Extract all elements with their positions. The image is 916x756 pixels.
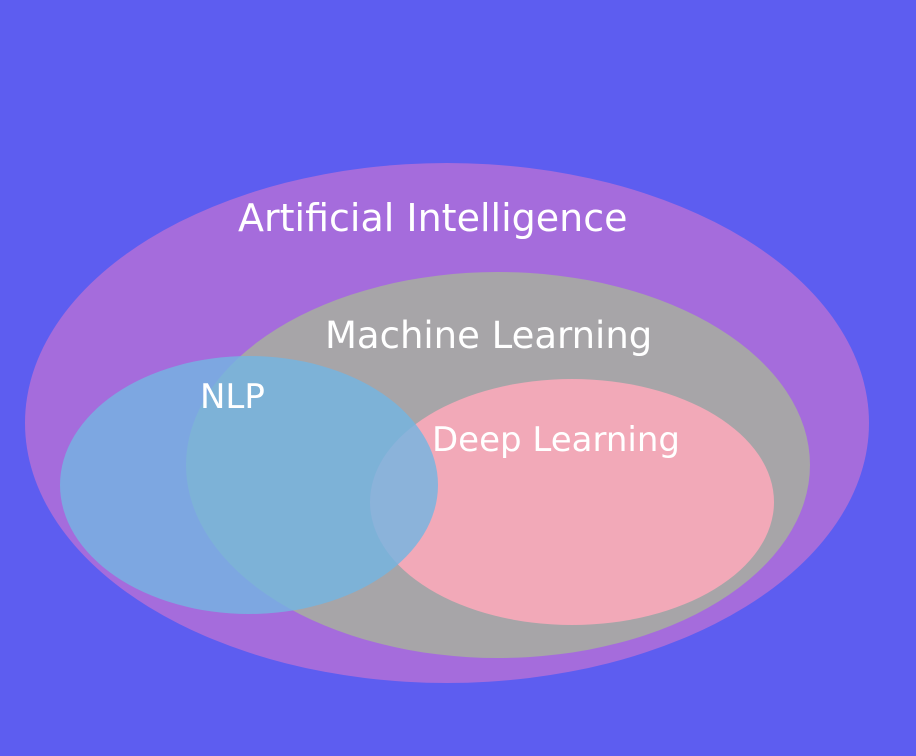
nlp-ellipse (60, 356, 438, 614)
dl-ellipse (370, 379, 774, 625)
nlp-label: NLP (200, 377, 265, 417)
ai-label: Artificial Intelligence (238, 196, 628, 240)
ml-label: Machine Learning (325, 314, 653, 357)
dl-label: Deep Learning (432, 420, 681, 460)
